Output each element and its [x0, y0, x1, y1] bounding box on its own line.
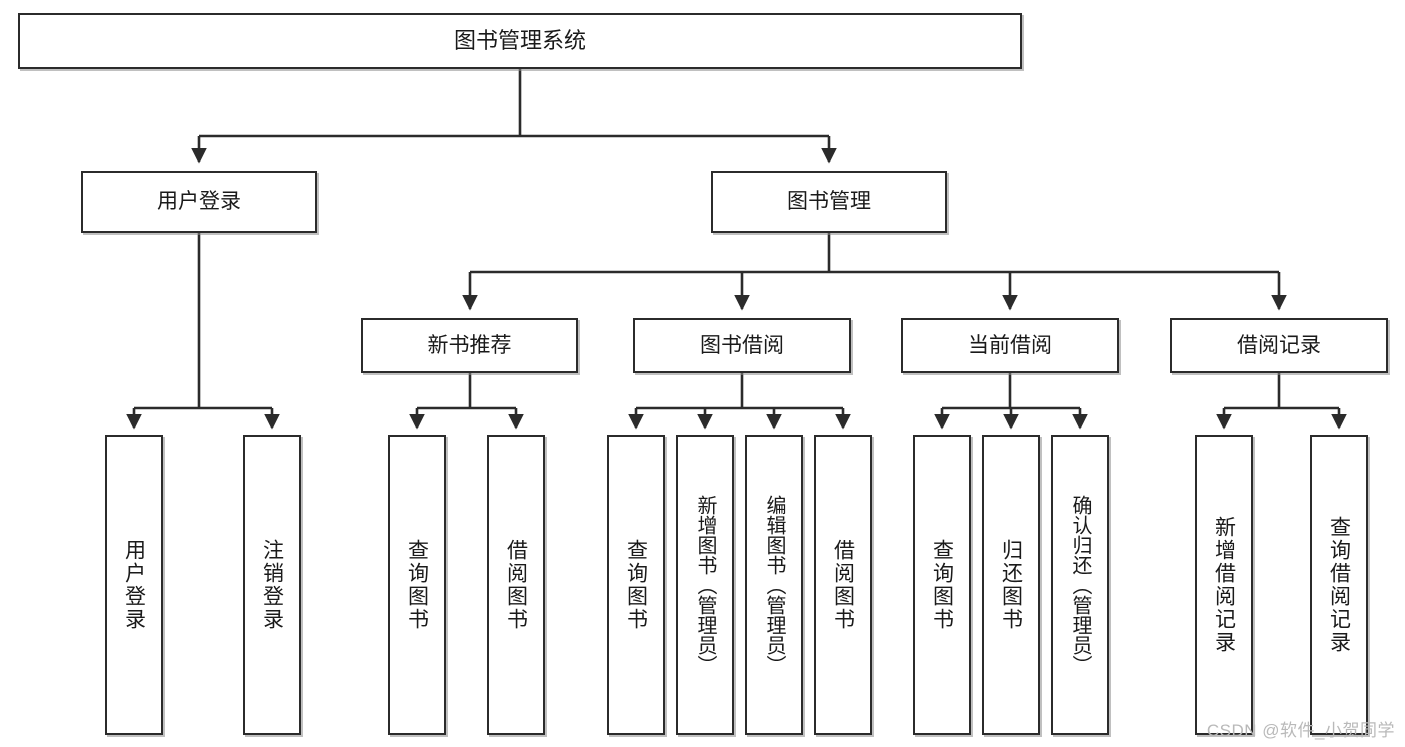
node-root[interactable]: 图书管理系统 [18, 13, 1022, 69]
node-new-book-recommend-label: 新书推荐 [427, 333, 512, 357]
node-leaf-confirm-return[interactable]: 确认归还（管理员） [1051, 435, 1109, 735]
node-leaf-user-login-label: 用户登录 [122, 539, 146, 631]
node-borrow-record-label: 借阅记录 [1237, 333, 1321, 357]
node-book-manage[interactable]: 图书管理 [711, 171, 947, 233]
watermark: CSDN @软件_小贺同学 [1206, 721, 1395, 740]
node-leaf-edit-book[interactable]: 编辑图书（管理员） [745, 435, 803, 735]
node-current-borrow-label: 当前借阅 [968, 333, 1052, 357]
node-leaf-query-book-1-label: 查询图书 [405, 539, 429, 631]
node-leaf-confirm-return-label: 确认归还（管理员） [1069, 495, 1091, 675]
node-user-login[interactable]: 用户登录 [81, 171, 317, 233]
node-leaf-user-login[interactable]: 用户登录 [105, 435, 163, 735]
node-current-borrow[interactable]: 当前借阅 [901, 318, 1119, 373]
node-leaf-borrow-book-1-label: 借阅图书 [504, 539, 528, 631]
node-leaf-borrow-book-1[interactable]: 借阅图书 [487, 435, 545, 735]
node-book-borrow-label: 图书借阅 [700, 333, 784, 357]
node-root-label: 图书管理系统 [453, 27, 586, 53]
node-leaf-query-record[interactable]: 查询借阅记录 [1310, 435, 1368, 735]
node-leaf-add-book[interactable]: 新增图书（管理员） [676, 435, 734, 735]
node-leaf-query-record-label: 查询借阅记录 [1327, 516, 1351, 654]
node-leaf-return-book-label: 归还图书 [999, 539, 1023, 631]
node-borrow-record[interactable]: 借阅记录 [1170, 318, 1388, 373]
node-leaf-add-record[interactable]: 新增借阅记录 [1195, 435, 1253, 735]
node-leaf-query-book-2[interactable]: 查询图书 [607, 435, 665, 735]
node-book-borrow[interactable]: 图书借阅 [633, 318, 851, 373]
node-leaf-logout-label: 注销登录 [260, 539, 284, 631]
node-leaf-return-book[interactable]: 归还图书 [982, 435, 1040, 735]
node-leaf-edit-book-label: 编辑图书（管理员） [763, 495, 785, 675]
node-leaf-add-book-label: 新增图书（管理员） [694, 495, 716, 675]
node-leaf-query-book-3[interactable]: 查询图书 [913, 435, 971, 735]
node-new-book-recommend[interactable]: 新书推荐 [361, 318, 578, 373]
node-user-login-label: 用户登录 [157, 190, 241, 214]
node-book-manage-label: 图书管理 [787, 190, 871, 214]
node-leaf-query-book-2-label: 查询图书 [624, 539, 648, 631]
node-leaf-query-book-3-label: 查询图书 [930, 539, 954, 631]
node-leaf-query-book-1[interactable]: 查询图书 [388, 435, 446, 735]
node-leaf-borrow-book-2[interactable]: 借阅图书 [814, 435, 872, 735]
node-leaf-borrow-book-2-label: 借阅图书 [831, 539, 855, 631]
node-leaf-logout[interactable]: 注销登录 [243, 435, 301, 735]
node-leaf-add-record-label: 新增借阅记录 [1212, 516, 1236, 654]
